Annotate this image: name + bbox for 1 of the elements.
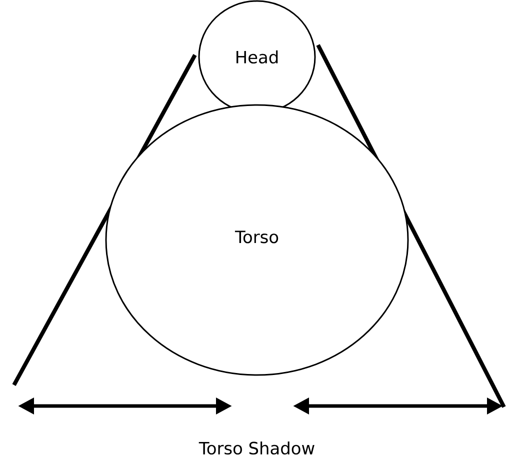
caption-label: Torso Shadow [198,441,314,455]
